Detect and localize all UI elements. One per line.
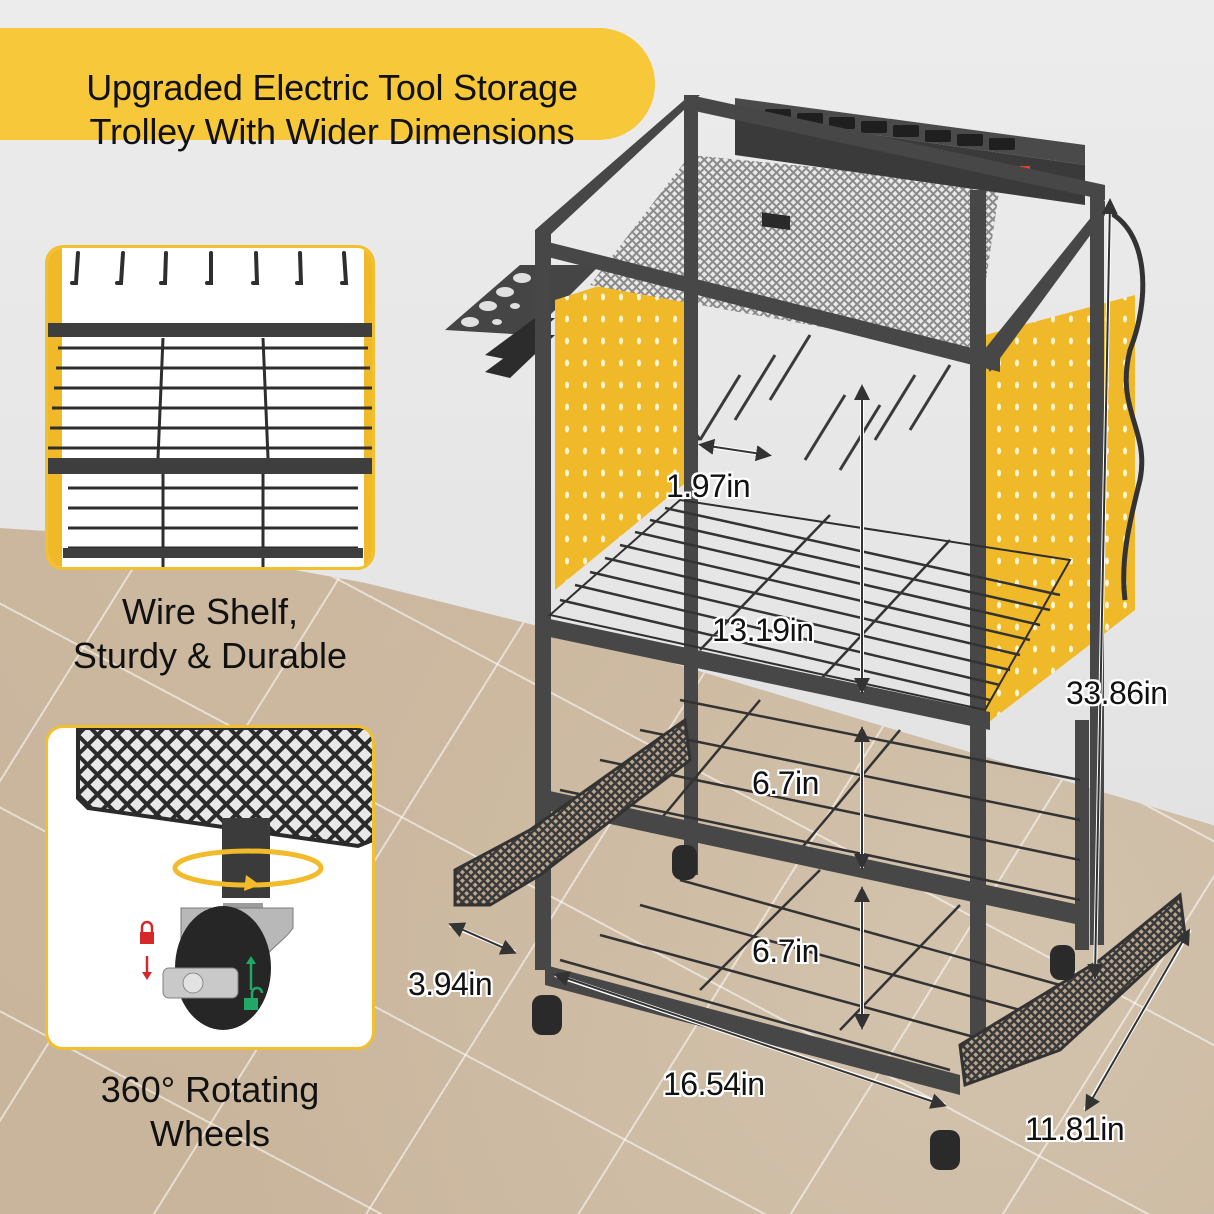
right-side-basket bbox=[958, 892, 1187, 1088]
rotate-arrow-icon bbox=[172, 848, 324, 891]
banner-title: Upgraded Electric Tool Storage Trolley W… bbox=[22, 66, 642, 154]
right-pegboard bbox=[985, 295, 1135, 725]
wire-shelf-caption-line2: Sturdy & Durable bbox=[72, 635, 348, 676]
dimension-total-height: 33.86in bbox=[1066, 675, 1168, 711]
dimension-top-gap: 13.19in bbox=[712, 612, 814, 648]
unlock-icon bbox=[244, 956, 264, 1010]
dimension-bottom-gap: 6.7in bbox=[752, 933, 819, 969]
dimension-depth: 11.81in bbox=[1025, 1111, 1125, 1147]
dimension-hook-spacing: 1.97in bbox=[666, 468, 751, 504]
dimension-middle-gap: 6.7in bbox=[752, 765, 819, 801]
dimension-arrows bbox=[448, 198, 1190, 1112]
banner-title-line2: Trolley With Wider Dimensions bbox=[89, 111, 575, 152]
title-banner: Upgraded Electric Tool Storage Trolley W… bbox=[0, 28, 655, 152]
middle-wire-shelf bbox=[547, 498, 1072, 712]
trolley-frame bbox=[535, 95, 1105, 1070]
wheel-caption-line1: 360° Rotating bbox=[100, 1069, 320, 1110]
wire-shelf-caption: Wire Shelf, Sturdy & Durable bbox=[20, 590, 400, 678]
wire-shelf-inset bbox=[45, 245, 375, 570]
power-cord bbox=[1103, 207, 1146, 601]
wheel-closeup bbox=[76, 728, 372, 1030]
lock-icon bbox=[140, 920, 154, 980]
wheel-caption-line2: Wheels bbox=[149, 1113, 271, 1154]
wheel-caption: 360° Rotating Wheels bbox=[20, 1068, 400, 1156]
left-pegboard bbox=[555, 255, 695, 590]
wire-shelf-caption-line1: Wire Shelf, bbox=[121, 591, 299, 632]
dimension-basket-width: 3.94in bbox=[408, 966, 493, 1002]
left-side-basket bbox=[453, 717, 692, 907]
wheel-inset bbox=[45, 725, 375, 1050]
wire-shelf-closeup bbox=[48, 248, 372, 567]
dimension-length: 16.54in bbox=[663, 1066, 765, 1102]
banner-title-line1: Upgraded Electric Tool Storage bbox=[86, 67, 578, 108]
